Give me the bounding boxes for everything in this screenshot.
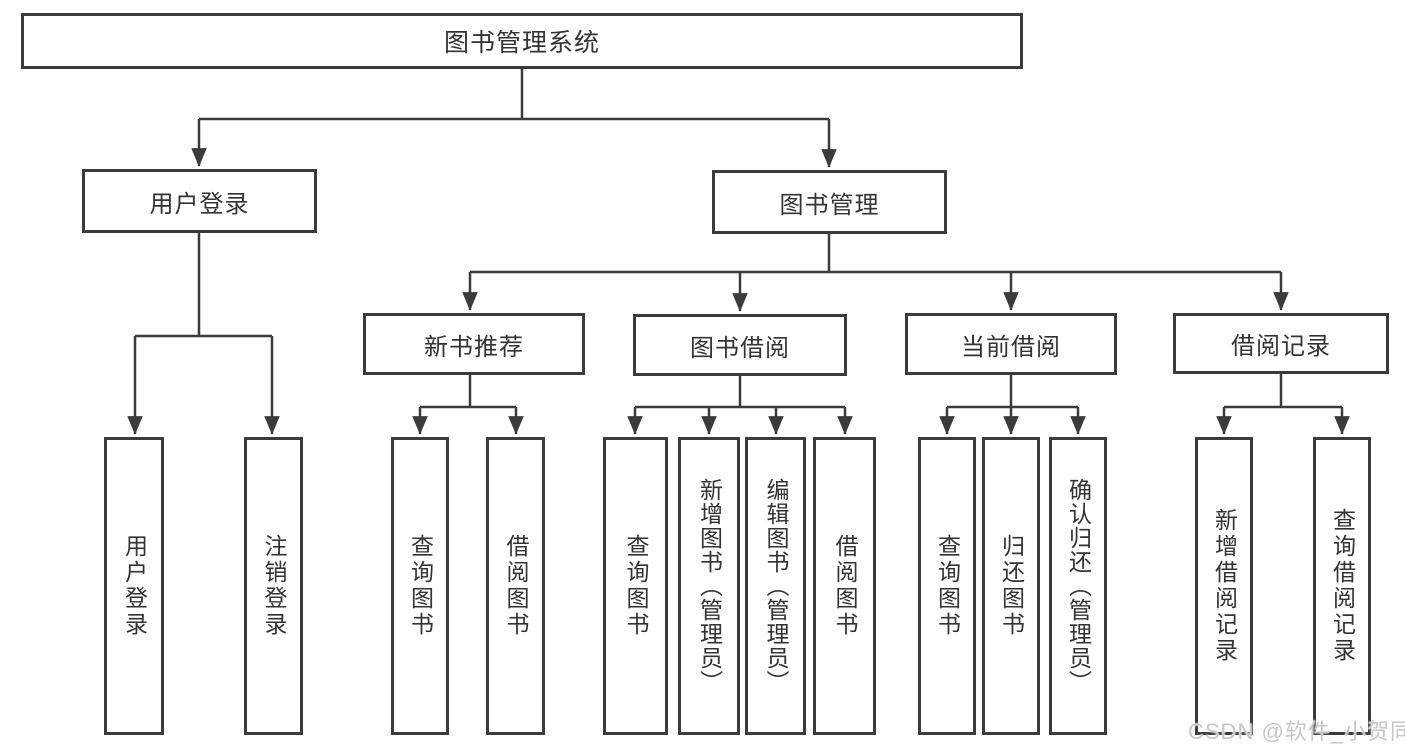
node-borrow-record: 借阅记录 xyxy=(1173,313,1389,374)
node-user-login: 用户登录 xyxy=(82,169,317,233)
node-book-management: 图书管理 xyxy=(712,170,947,234)
node-root-system: 图书管理系统 xyxy=(21,13,1023,69)
leaf-logout: 注销登录 xyxy=(244,437,303,735)
leaf-return-book: 归还图书 xyxy=(982,437,1040,735)
leaf-borrow-book: 借阅图书 xyxy=(813,437,876,735)
leaf-borrow-book-recommend: 借阅图书 xyxy=(486,437,545,735)
watermark: CSDN @软件_小贺同学 xyxy=(1188,719,1405,744)
leaf-query-borrow-record: 查询借阅记录 xyxy=(1313,437,1371,735)
leaf-confirm-return-admin: 确认归还（管理员） xyxy=(1049,437,1107,735)
leaf-query-book-borrow: 查询图书 xyxy=(603,437,668,735)
leaf-edit-book-admin: 编辑图书（管理员） xyxy=(745,437,806,735)
leaf-user-login: 用户登录 xyxy=(104,437,164,735)
node-new-book-recommend: 新书推荐 xyxy=(363,313,585,375)
node-current-borrow: 当前借阅 xyxy=(905,313,1117,375)
leaf-query-book-recommend: 查询图书 xyxy=(391,437,449,735)
leaf-add-borrow-record: 新增借阅记录 xyxy=(1195,437,1253,735)
leaf-query-book-current: 查询图书 xyxy=(918,437,976,735)
leaf-add-book-admin: 新增图书（管理员） xyxy=(678,437,740,735)
node-book-borrow: 图书借阅 xyxy=(633,314,847,376)
